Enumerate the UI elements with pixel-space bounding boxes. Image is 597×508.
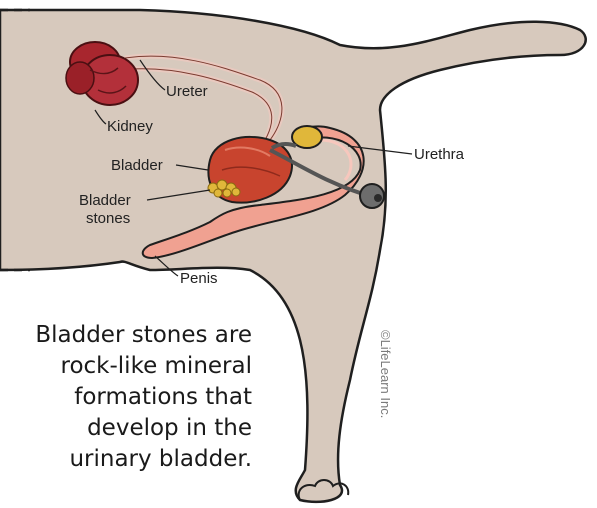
caption-line-5: urinary bladder. [0, 444, 252, 475]
bladder-label: Bladder [111, 157, 163, 174]
credit-text: ©LifeLearn Inc. [378, 330, 393, 418]
prostate [292, 126, 322, 148]
caption: Bladder stones are rock-like mineral for… [0, 320, 252, 475]
bladder-stones-label-line1: Bladder [79, 192, 131, 209]
anus-opening [374, 194, 382, 202]
bladder-stones-label-line2: stones [86, 210, 130, 227]
urethra-label: Urethra [414, 146, 465, 163]
caption-line-4: develop in the [0, 413, 252, 444]
caption-line-2: rock-like mineral [0, 351, 252, 382]
caption-line-1: Bladder stones are [0, 320, 252, 351]
kidney-label: Kidney [107, 118, 153, 135]
caption-line-3: formations that [0, 382, 252, 413]
ureter-label: Ureter [166, 83, 208, 100]
penis-label: Penis [180, 270, 218, 287]
